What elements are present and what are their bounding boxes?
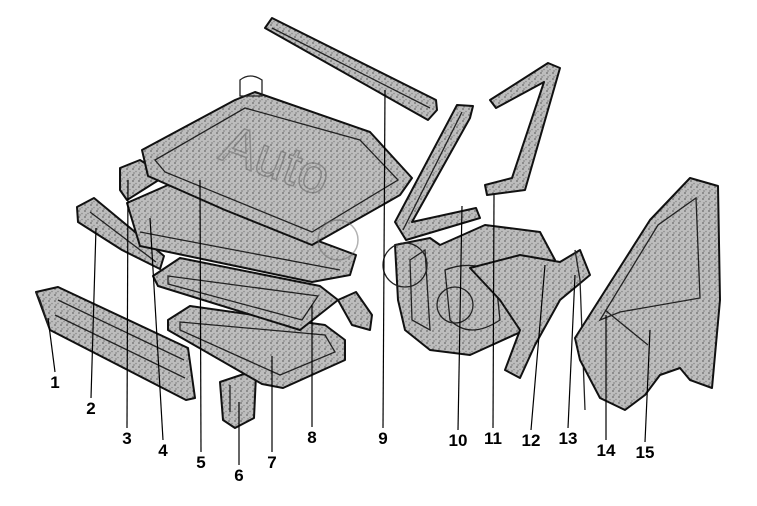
callout-1: 1 [50, 373, 59, 392]
part-11-pillar-frame [484, 62, 561, 196]
part-15-quarter-panel [574, 177, 721, 411]
callout-14: 14 [597, 441, 616, 460]
part-8-floor-panel [152, 257, 373, 331]
callout-3: 3 [122, 429, 131, 448]
callout-2: 2 [86, 399, 95, 418]
callout-10: 10 [449, 431, 468, 450]
callout-12: 12 [522, 431, 541, 450]
callout-8: 8 [307, 428, 316, 447]
part-5-roof-panel [141, 75, 413, 246]
part-7-floor-tray [167, 305, 346, 389]
callout-11: 11 [484, 429, 502, 448]
callout-7: 7 [267, 453, 276, 472]
part-2-side-panel [76, 197, 165, 270]
part-6-bracket [219, 371, 257, 429]
callout-13: 13 [559, 429, 578, 448]
callout-4: 4 [158, 441, 168, 460]
part-10-pillar-frame [394, 104, 481, 241]
callout-5: 5 [196, 453, 205, 472]
leader-lines [47, 89, 651, 465]
part-9-header-rail [264, 17, 438, 121]
callout-15: 15 [636, 443, 655, 462]
callout-9: 9 [378, 429, 387, 448]
watermark-circle [317, 219, 359, 261]
callout-6: 6 [234, 466, 243, 485]
callout-labels: 1 2 3 4 5 6 7 8 9 10 11 12 13 14 15 [50, 373, 654, 485]
part-1-front-cross-member [35, 286, 196, 401]
